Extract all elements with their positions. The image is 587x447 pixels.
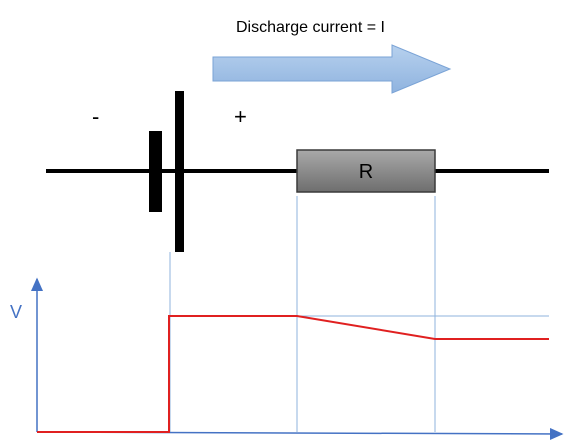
negative-terminal-label: -: [92, 104, 99, 129]
resistor: [296, 149, 436, 193]
current-direction-arrow: [212, 44, 452, 94]
battery-positive-plate: [175, 91, 184, 252]
discharge-current-caption: Discharge current = I: [236, 19, 385, 36]
positive-terminal-label: +: [234, 104, 247, 129]
voltage-trace: [37, 315, 549, 433]
resistor-label: R: [359, 161, 373, 183]
battery-negative-plate: [149, 131, 162, 212]
y-axis-label: V: [10, 302, 22, 322]
